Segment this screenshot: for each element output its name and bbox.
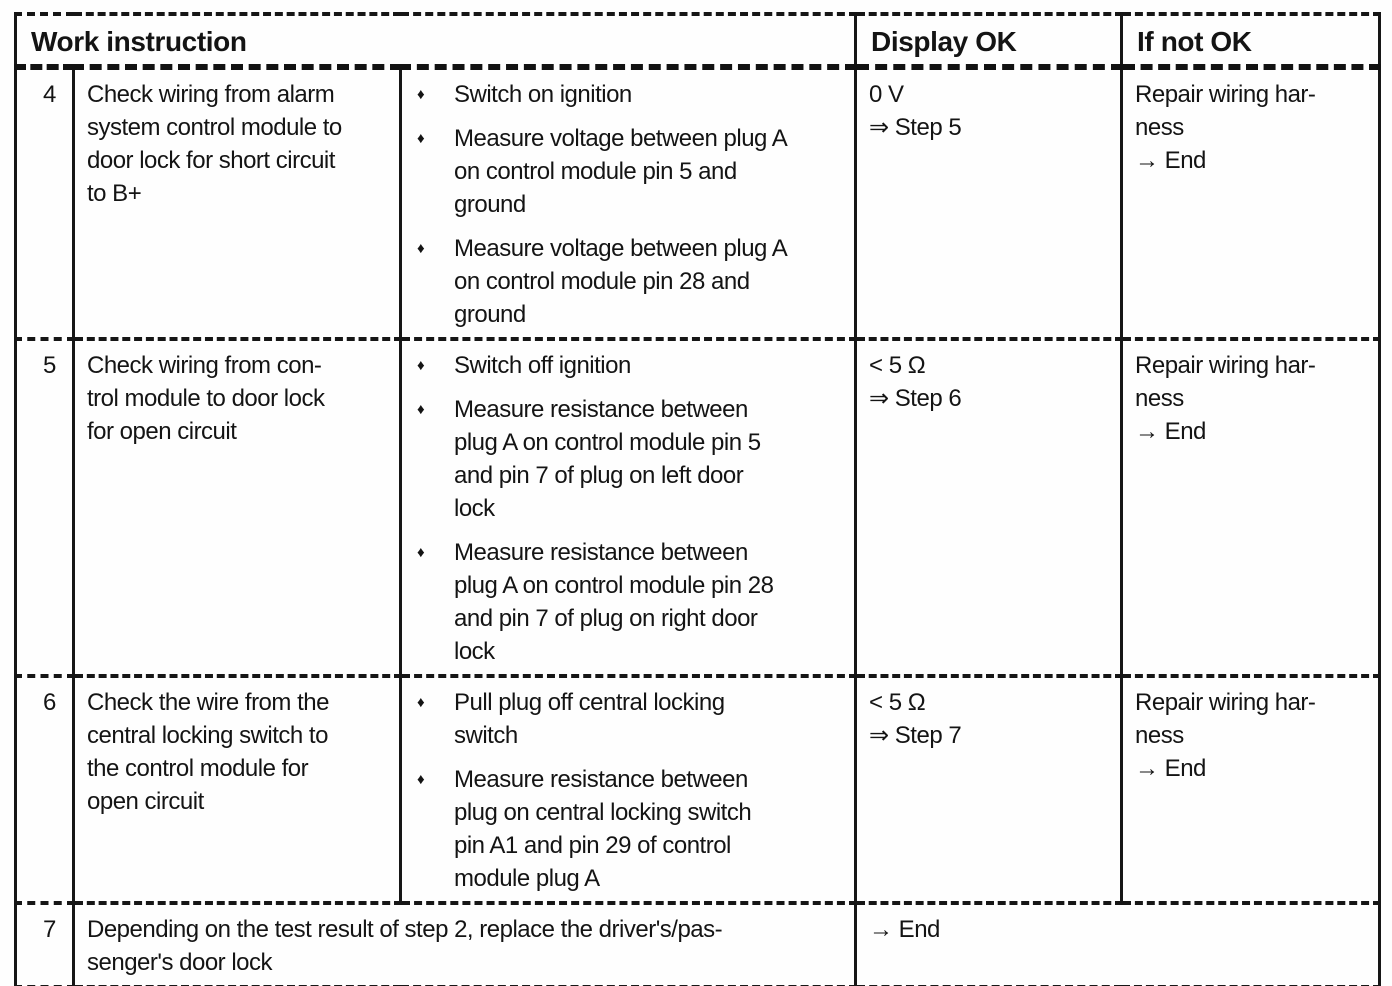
actions-cell: ♦ Switch on ignition ♦ Measure voltage b… — [398, 65, 858, 341]
header-row: Work instruction Display OK If not OK — [13, 12, 1382, 70]
display-ok-text: < 5 Ω ⇒ Step 7 — [869, 689, 962, 749]
instruction-cell: Check wiring from alarm system control m… — [72, 65, 402, 341]
step-number-cell: 5 — [14, 337, 75, 678]
if-not-ok-cell: Repair wiring har- ness → End — [1120, 674, 1382, 905]
action-item: ♦ Measure resistance between plug A on c… — [414, 536, 844, 668]
action-item: ♦ Switch off ignition — [414, 349, 844, 382]
display-ok-cell: < 5 Ω ⇒ Step 7 — [854, 674, 1124, 905]
header-if-not-ok: If not OK — [1120, 12, 1382, 70]
instruction-cell-merged: Depending on the test result of step 2, … — [71, 901, 858, 986]
display-ok-text: 0 V ⇒ Step 5 — [869, 81, 962, 141]
table-row-step-7: 7 Depending on the test result of step 2… — [14, 901, 1382, 986]
bullet-diamond-icon: ♦ — [417, 544, 425, 561]
bullet-diamond-icon: ♦ — [417, 694, 425, 711]
table-row-step-5: 5 Check wiring from con- trol module to … — [14, 337, 1382, 678]
display-ok-cell: 0 V ⇒ Step 5 — [854, 65, 1124, 341]
action-text: Switch off ignition — [454, 352, 631, 379]
action-list: ♦ Switch off ignition ♦ Measure resistan… — [414, 349, 844, 668]
step-number: 6 — [43, 689, 57, 716]
actions-cell: ♦ Pull plug off central locking switch ♦… — [398, 674, 858, 905]
action-item: ♦ Measure resistance between plug A on c… — [414, 393, 844, 525]
bullet-diamond-icon: ♦ — [417, 240, 425, 257]
header-work-instruction: Work instruction — [13, 12, 858, 70]
action-item: ♦ Measure resistance between plug on cen… — [414, 763, 844, 895]
action-item: ♦ Pull plug off central locking switch — [414, 686, 844, 752]
action-text: Measure resistance between plug A on con… — [454, 396, 761, 522]
action-list: ♦ Switch on ignition ♦ Measure voltage b… — [414, 78, 844, 331]
result-cell-merged: → End — [854, 901, 1382, 986]
action-text: Measure resistance between plug A on con… — [454, 539, 774, 665]
step-number-cell: 7 — [14, 901, 75, 986]
instruction-text: Check wiring from alarm system control m… — [87, 81, 342, 207]
action-list: ♦ Pull plug off central locking switch ♦… — [414, 686, 844, 895]
step-number: 7 — [43, 916, 57, 943]
bullet-diamond-icon: ♦ — [417, 130, 425, 147]
action-text: Measure resistance between plug on centr… — [454, 766, 752, 892]
table-row-step-6: 6 Check the wire from the central lockin… — [14, 674, 1382, 905]
action-text: Pull plug off central locking switch — [454, 689, 725, 749]
instruction-text: Check wiring from con- trol module to do… — [87, 352, 325, 445]
action-text: Measure voltage between plug A on contro… — [454, 125, 788, 218]
bullet-diamond-icon: ♦ — [417, 771, 425, 788]
instruction-text: Check the wire from the central locking … — [87, 689, 329, 815]
action-item: ♦ Switch on ignition — [414, 78, 844, 111]
if-not-ok-text: Repair wiring har- ness → End — [1135, 81, 1316, 174]
display-ok-cell: < 5 Ω ⇒ Step 6 — [854, 337, 1124, 678]
actions-cell: ♦ Switch off ignition ♦ Measure resistan… — [398, 337, 858, 678]
action-item: ♦ Measure voltage between plug A on cont… — [414, 122, 844, 221]
step-number-cell: 6 — [14, 674, 75, 905]
instruction-text: Depending on the test result of step 2, … — [87, 916, 723, 976]
step-number: 5 — [43, 352, 57, 379]
if-not-ok-text: Repair wiring har- ness → End — [1135, 352, 1316, 445]
bullet-diamond-icon: ♦ — [417, 86, 425, 103]
work-instruction-table: Work instruction Display OK If not OK 4 … — [13, 12, 1382, 986]
header-display-ok: Display OK — [854, 12, 1124, 70]
step-number-cell: 4 — [14, 65, 75, 341]
action-text: Switch on ignition — [454, 81, 632, 108]
if-not-ok-cell: Repair wiring har- ness → End — [1120, 337, 1382, 678]
if-not-ok-text: Repair wiring har- ness → End — [1135, 689, 1316, 782]
step-number: 4 — [43, 81, 57, 108]
instruction-cell: Check the wire from the central locking … — [72, 674, 402, 905]
table-row-step-4: 4 Check wiring from alarm system control… — [14, 65, 1382, 341]
result-text: → End — [869, 916, 940, 943]
bullet-diamond-icon: ♦ — [417, 401, 425, 418]
action-text: Measure voltage between plug A on contro… — [454, 235, 788, 328]
if-not-ok-cell: Repair wiring har- ness → End — [1120, 65, 1382, 341]
bullet-diamond-icon: ♦ — [417, 357, 425, 374]
action-item: ♦ Measure voltage between plug A on cont… — [414, 232, 844, 331]
display-ok-text: < 5 Ω ⇒ Step 6 — [869, 352, 962, 412]
instruction-cell: Check wiring from con- trol module to do… — [72, 337, 402, 678]
